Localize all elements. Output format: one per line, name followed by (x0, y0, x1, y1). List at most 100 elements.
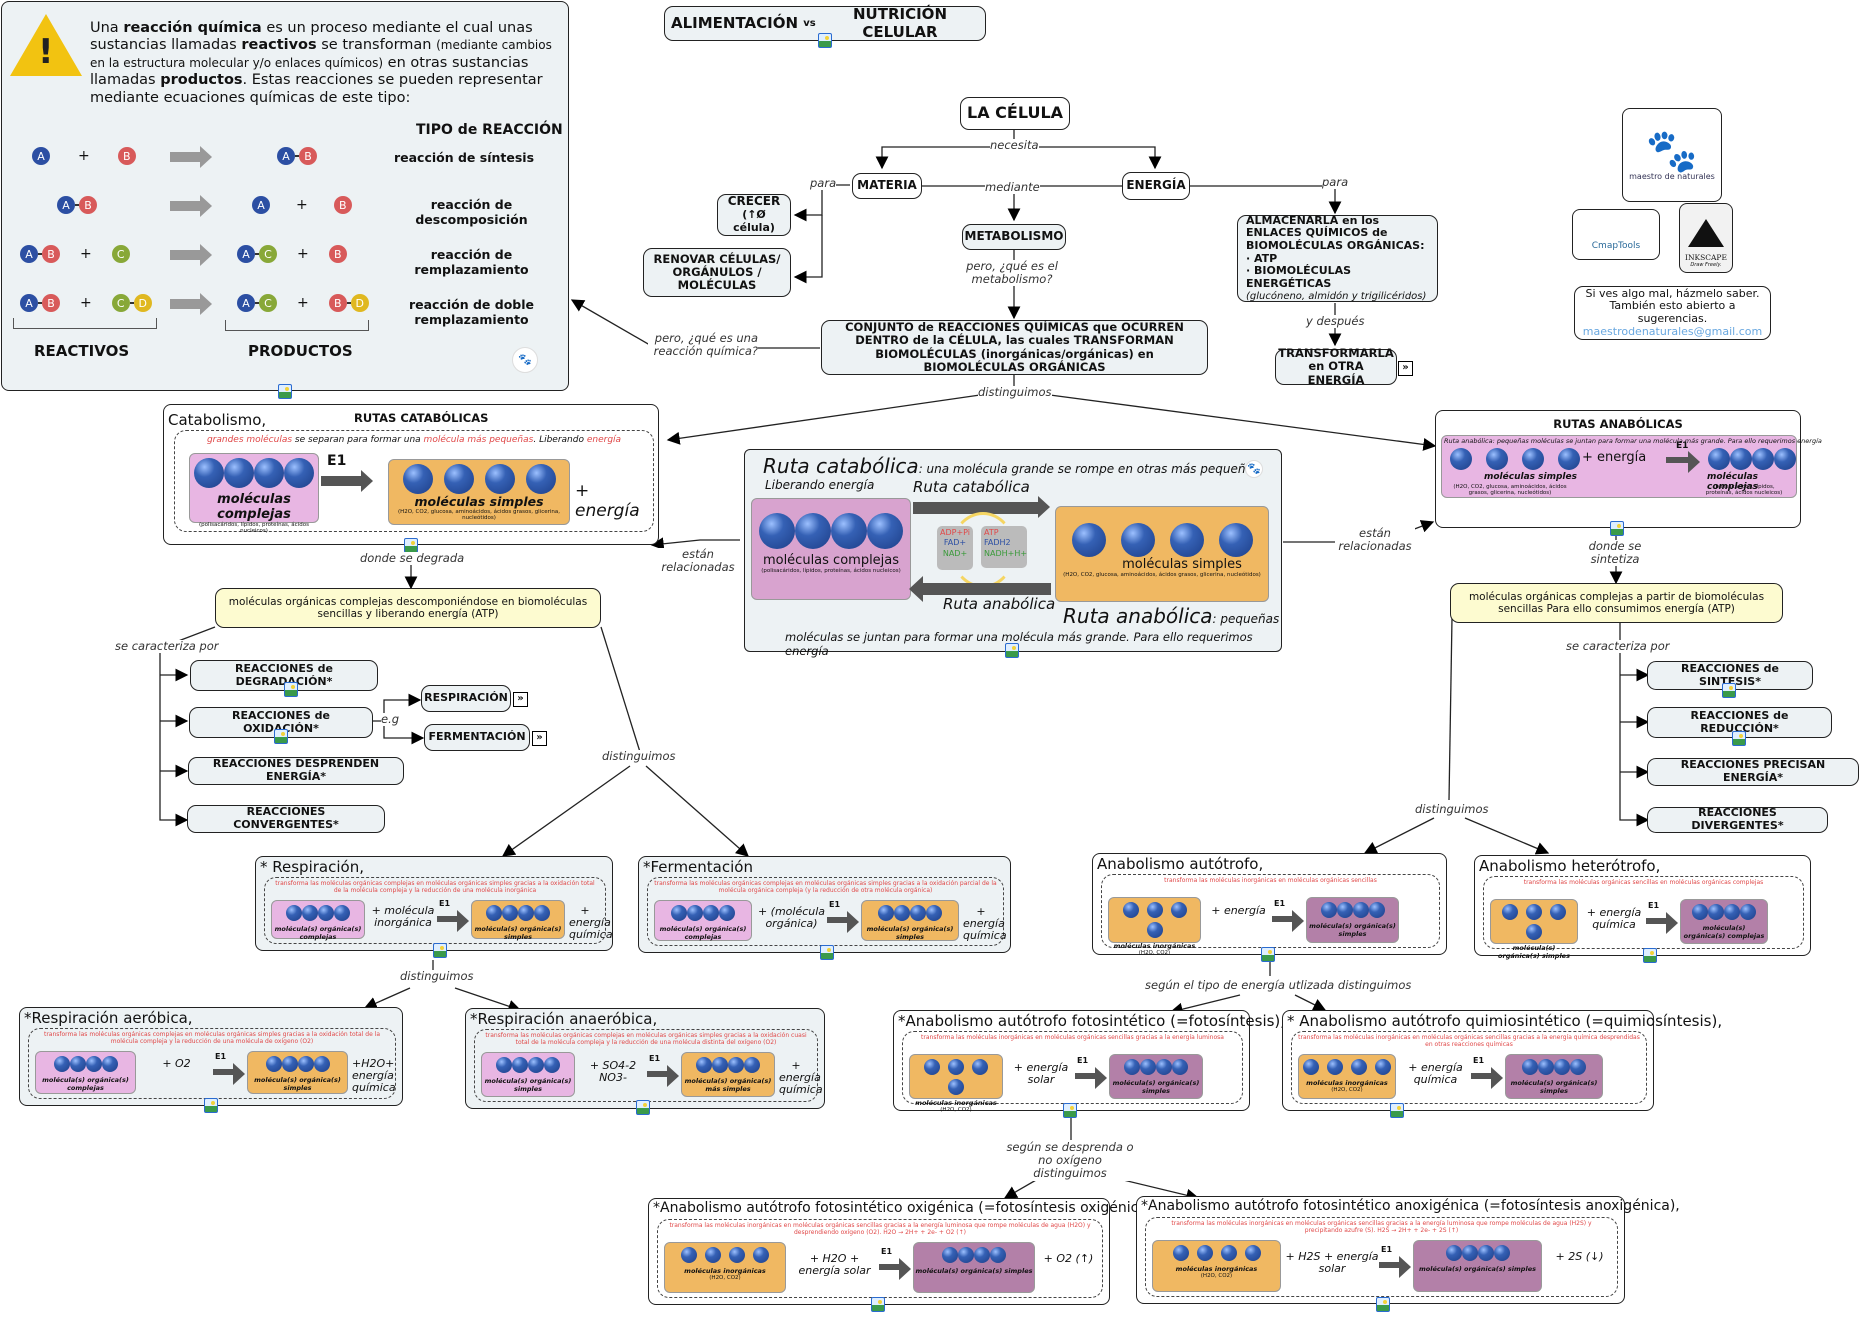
atom-a: A (237, 294, 255, 312)
node-conjunto-reacciones[interactable]: CONJUNTO de REACCIONES QUÍMICAS que OCUR… (821, 320, 1208, 375)
image-attachment-icon[interactable] (871, 1297, 885, 1312)
center-metabolism-card[interactable]: Ruta catabólica: una molécula grande se … (744, 449, 1282, 658)
card-oxigenica[interactable]: *Anabolismo autótrofo fotosintético oxig… (648, 1198, 1157, 1305)
link-label-y-despues: y después (1306, 314, 1365, 329)
node-almacenarla[interactable]: ALMACENARLA en los ENLACES QUÍMICOS de B… (1237, 213, 1438, 302)
image-attachment-icon[interactable] (1390, 1103, 1404, 1118)
image-attachment-icon[interactable] (1261, 947, 1275, 962)
molecule-ball (1550, 904, 1566, 920)
node-respiracion[interactable]: RESPIRACIÓN (421, 685, 511, 712)
molecule-balls (1414, 1245, 1541, 1265)
image-attachment-icon[interactable] (433, 943, 447, 958)
paw-logo-icon: 🐾 (512, 347, 538, 373)
node-fermentacion[interactable]: FERMENTACIÓN (424, 724, 530, 751)
molecule-balls (682, 1057, 774, 1077)
molecule-ball (972, 1059, 988, 1075)
catabolic-card[interactable]: Catabolismo, RUTAS CATABÓLICAS grandes m… (163, 404, 659, 545)
link-label-distinguimos-top: distinguimos (978, 385, 1052, 400)
card-heterotrofo[interactable]: Anabolismo heterótrofo,transforma las mo… (1474, 855, 1811, 960)
node-metabolismo[interactable]: METABOLISMO (962, 224, 1066, 250)
molecule-ball (496, 1057, 512, 1073)
image-attachment-icon[interactable] (1005, 643, 1019, 658)
simple-label: moléculas simples (414, 494, 544, 509)
enzyme-label: E1 (439, 898, 451, 908)
card-autotrofo[interactable]: Anabolismo autótrofo,transforma las molé… (1092, 853, 1447, 956)
card-anaerobica[interactable]: *Respiración anaeróbica,transforma las m… (465, 1008, 825, 1109)
inkscape-subtext: Draw Freely. (1690, 262, 1722, 268)
image-attachment-icon[interactable] (1610, 521, 1624, 536)
image-attachment-icon[interactable] (820, 945, 834, 960)
node-reacciones-reduccion[interactable]: REACCIONES de REDUCCIÓN* (1647, 707, 1832, 738)
desc-highlight: molécula más pequeñas (423, 435, 534, 445)
card-quimiosintetico[interactable]: * Anabolismo autótrofo quimiosintético (… (1282, 1010, 1722, 1111)
image-attachment-icon[interactable] (1063, 1103, 1077, 1118)
card-aerobica[interactable]: *Respiración aeróbica,transforma las mol… (19, 1007, 403, 1106)
node-reacciones-divergentes[interactable]: REACCIONES DIVERGENTES* (1647, 807, 1828, 833)
left-molecule-label: molécula(s) orgánica(s) complejas (274, 925, 362, 941)
card-description: transforma las moléculas orgánicas compl… (43, 1031, 381, 1046)
node-renovar[interactable]: RENOVAR CÉLULAS/ ORGÁNULOS / MOLÉCULAS (643, 248, 791, 297)
node-materia[interactable]: MATERIA (852, 173, 922, 199)
node-reacciones-desprenden[interactable]: REACCIONES DESPRENDEN ENERGÍA* (188, 757, 404, 785)
feedback-email-link[interactable]: maestrodenaturales@gmail.com (1582, 324, 1763, 338)
paw-logo-icon: 🐾 (1245, 460, 1263, 478)
card-fotosintetico[interactable]: *Anabolismo autótrofo fotosintético (=fo… (893, 1010, 1285, 1113)
atom-a: A (20, 294, 38, 312)
atom-a: A (277, 147, 295, 165)
link-arrow-icon[interactable]: » (1398, 361, 1413, 376)
products-bracket (225, 320, 369, 331)
anabolic-card[interactable]: RUTAS ANABÓLICAS Ruta anabólica: pequeña… (1435, 410, 1822, 528)
node-crecer[interactable]: CRECER (↑Ø célula) (717, 194, 791, 236)
image-attachment-icon[interactable] (204, 1098, 218, 1113)
image-attachment-icon[interactable] (274, 729, 288, 744)
link-arrow-icon[interactable]: » (532, 731, 547, 746)
image-attachment-icon[interactable] (1732, 731, 1746, 746)
image-attachment-icon[interactable] (818, 33, 832, 48)
molecule-balls (1153, 1245, 1280, 1265)
image-attachment-icon[interactable] (1722, 683, 1736, 698)
node-anabolic-summary[interactable]: moléculas orgánicas complejas a partir d… (1450, 583, 1783, 623)
reaction-row-decomposition-product: A + B (252, 196, 352, 214)
card-title: * Anabolismo autótrofo quimiosintético (… (1287, 1012, 1723, 1030)
node-la-celula[interactable]: LA CÉLULA (960, 97, 1070, 130)
node-reacciones-sintesis[interactable]: REACCIONES de SINTESIS* (1647, 661, 1813, 690)
image-attachment-icon[interactable] (1376, 1297, 1390, 1312)
node-reacciones-convergentes[interactable]: REACCIONES CONVERGENTES* (187, 805, 385, 833)
atom-b: B (299, 147, 317, 165)
image-attachment-icon[interactable] (636, 1100, 650, 1115)
products-label: PRODUCTOS (248, 342, 353, 360)
node-transformarla[interactable]: TRANSFORMARLA en OTRA ENERGÍA (1275, 347, 1397, 386)
molecule-ball (528, 1057, 544, 1073)
link-label-se-caracteriza-right: se caracteriza por (1566, 639, 1670, 654)
atom-b: B (79, 196, 97, 214)
molecule-ball (924, 1059, 940, 1075)
card-anoxigenica[interactable]: *Anabolismo autótrofo fotosintético anox… (1136, 1196, 1680, 1304)
card-description: transforma las moléculas inorgánicas en … (669, 1222, 1091, 1237)
node-catabolic-summary[interactable]: moléculas orgánicas complejas descomponi… (215, 588, 601, 628)
card-respiracion[interactable]: * Respiración,transforma las moléculas o… (255, 856, 613, 951)
node-energia[interactable]: ENERGÍA (1122, 172, 1190, 200)
atom-a: A (20, 245, 38, 263)
node-reacciones-precisan[interactable]: REACCIONES PRECISAN ENERGÍA* (1647, 758, 1859, 786)
image-attachment-icon[interactable] (284, 682, 298, 697)
molecule-ball (313, 1056, 330, 1072)
link-label-distinguimos-resp: distinguimos (400, 969, 474, 984)
title-left: ALIMENTACIÓN (671, 13, 799, 32)
almacenarla-line: ALMACENARLA en los (1246, 213, 1380, 227)
anabolic-complex-label: moléculas complejas (1707, 472, 1759, 492)
molecule-ball (705, 1247, 721, 1263)
inkscape-text: INKSCAPE (1685, 253, 1727, 262)
image-attachment-icon[interactable] (278, 384, 292, 399)
molecule-ball (1554, 1059, 1570, 1075)
left-molecule-label: moléculas inorgánicas (1175, 1265, 1258, 1273)
link-arrow-icon[interactable]: » (513, 692, 528, 707)
node-reacciones-oxidacion[interactable]: REACCIONES de OXIDACIÓN* (189, 707, 373, 738)
image-attachment-icon[interactable] (1643, 948, 1657, 963)
card-title: * Respiración, (260, 858, 364, 876)
card-end-term: +H2O+ energía química (352, 1056, 396, 1094)
center-complex-label: moléculas complejas (762, 553, 900, 568)
card-description: transforma las moléculas inorgánicas en … (1164, 877, 1377, 884)
left-molecule-label: moléculas inorgánicas (684, 1267, 766, 1275)
